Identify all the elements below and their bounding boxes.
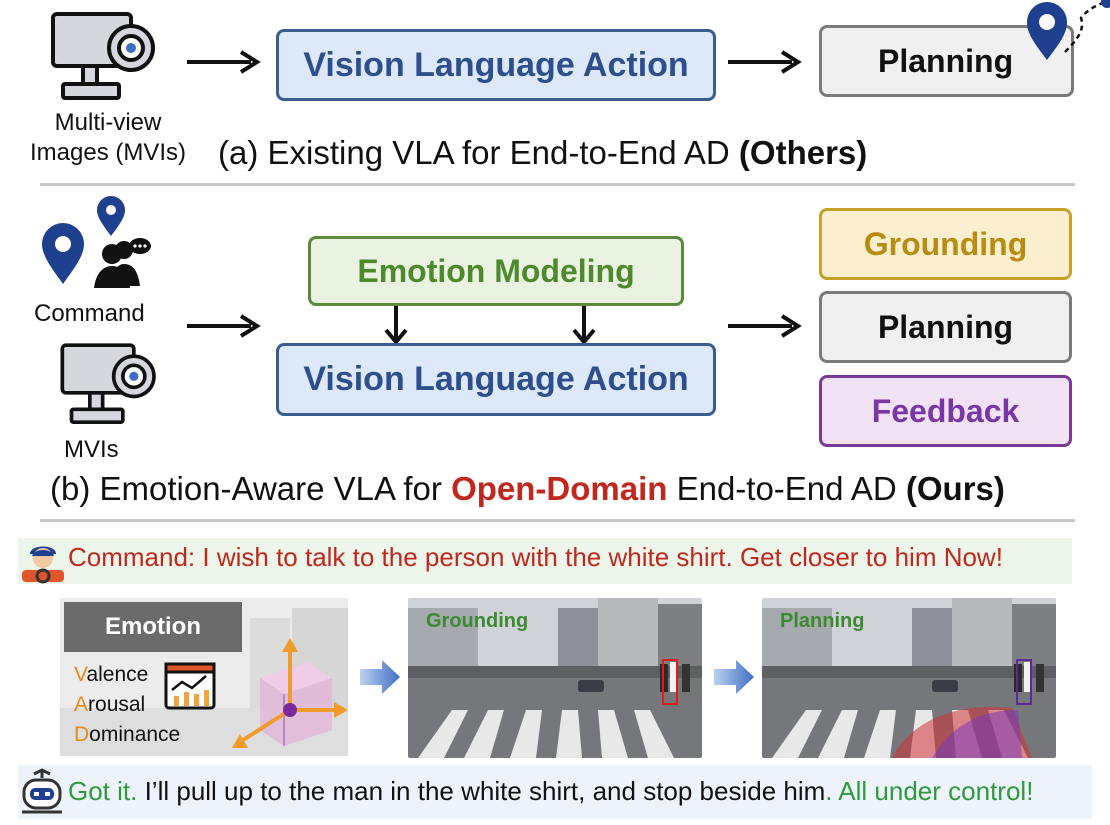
chart-icon xyxy=(164,662,216,710)
person-speech-icon xyxy=(94,238,151,288)
response-text: Got it. I’ll pull up to the man in the w… xyxy=(68,776,1033,807)
right-arrow-icon xyxy=(728,314,802,338)
driver-avatar-icon xyxy=(22,546,64,584)
emotion-modeling-box: Emotion Modeling xyxy=(308,236,684,306)
command-label: Command xyxy=(34,300,145,327)
planning-scene-label: Planning xyxy=(780,610,865,632)
response-prefix: Got it. xyxy=(68,776,138,806)
vad-valence: Valence xyxy=(74,663,149,686)
divider-2 xyxy=(40,519,1075,522)
right-arrow-icon xyxy=(187,314,261,338)
grounding-box: Grounding xyxy=(819,208,1072,280)
down-arrow-icon xyxy=(572,306,596,346)
down-arrow-icon xyxy=(384,306,408,346)
caption-b: (b) Emotion-Aware VLA for Open-Domain En… xyxy=(50,470,1005,508)
caption-b-bold: (Ours) xyxy=(905,470,1005,507)
vad-arousal: Arousal xyxy=(74,693,146,716)
caption-a-prefix: (a) Existing VLA for End-to-End AD xyxy=(218,134,739,171)
input-label-line2: Images (MVIs) xyxy=(30,139,187,166)
vla-box-b: Vision Language Action xyxy=(276,343,716,416)
emotion-title-bar: Emotion xyxy=(64,602,242,652)
street-photo xyxy=(762,598,1056,758)
emotion-panel: Emotion Valence Arousal Dominance xyxy=(60,598,348,756)
mvis-label: MVIs xyxy=(64,436,119,463)
location-pin-icon xyxy=(1027,0,1110,60)
vad-list: Valence Arousal Dominance xyxy=(74,660,180,750)
caption-a: (a) Existing VLA for End-to-End AD (Othe… xyxy=(218,134,867,172)
location-pin-icon xyxy=(42,223,84,284)
response-bar xyxy=(18,765,1092,819)
planning-label-a: Planning xyxy=(878,42,1014,79)
response-middle: I’ll pull up to the man in the white shi… xyxy=(137,776,826,806)
vad-cube-icon xyxy=(232,638,348,748)
grounding-scene-label: Grounding xyxy=(426,610,529,632)
planning-box-a: Planning xyxy=(819,25,1074,97)
camera-icon xyxy=(60,343,156,424)
vad-dominance: Dominance xyxy=(74,723,181,746)
response-suffix: . All under control! xyxy=(825,776,1034,806)
location-pin-icon xyxy=(97,196,125,236)
caption-a-bold: (Others) xyxy=(738,134,868,171)
input-label-line1: Multi-view xyxy=(54,109,162,136)
command-bar xyxy=(18,538,1072,584)
vla-box-a: Vision Language Action xyxy=(276,29,716,101)
right-arrow-icon xyxy=(714,660,754,694)
emotion-title: Emotion xyxy=(105,613,201,640)
camera-icon xyxy=(51,12,155,100)
planning-scene: Planning xyxy=(762,598,1056,758)
caption-b-prefix: (b) Emotion-Aware VLA for xyxy=(50,470,452,507)
grounding-scene: Grounding xyxy=(408,598,702,758)
caption-b-middle: End-to-End AD xyxy=(667,470,906,507)
right-arrow-icon xyxy=(187,50,261,74)
street-photo xyxy=(408,598,702,758)
right-arrow-icon xyxy=(360,660,400,694)
caption-b-red: Open-Domain xyxy=(451,470,668,507)
right-arrow-icon xyxy=(728,50,802,74)
divider-1 xyxy=(40,183,1075,186)
feedback-box: Feedback xyxy=(819,375,1072,447)
command-text: Command: I wish to talk to the person wi… xyxy=(68,542,1003,572)
planning-box-b: Planning xyxy=(819,291,1072,363)
robot-icon xyxy=(22,768,62,814)
